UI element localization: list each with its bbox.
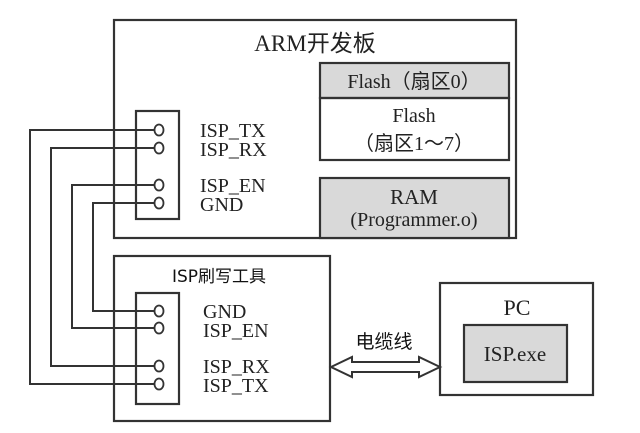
cable: 电缆线 bbox=[328, 331, 443, 379]
arm-board-title: ARM开发板 bbox=[254, 31, 375, 56]
flash-sector1-7-label-line2: （扇区1～7） bbox=[354, 132, 474, 155]
tool-pin-gnd bbox=[153, 304, 165, 318]
wire-gnd bbox=[92, 202, 154, 312]
tool-pin-isp-rx bbox=[153, 359, 165, 373]
tool-pin-label-gnd: GND bbox=[203, 301, 246, 323]
arm-pin-label-isp-rx: ISP_RX bbox=[200, 139, 267, 161]
arm-pin-isp-rx bbox=[153, 141, 165, 155]
isp-exe-label: ISP.exe bbox=[484, 342, 546, 366]
arm-board: ARM开发板 Flash（扇区0） Flash （扇区1～7） RAM (Pro… bbox=[112, 18, 518, 240]
wire-isp-en bbox=[71, 184, 154, 329]
flash-sector0-label: Flash（扇区0） bbox=[347, 70, 480, 93]
arm-pin-isp-tx bbox=[153, 123, 165, 137]
arm-pin-gnd bbox=[153, 196, 165, 210]
arm-pin-label-isp-en: ISP_EN bbox=[200, 175, 266, 197]
cable-label: 电缆线 bbox=[355, 331, 412, 353]
flash-sector1-7-block bbox=[318, 96, 511, 162]
pc-title: PC bbox=[504, 295, 531, 320]
isp-tool: ISP刷写工具 GND ISP_EN ISP_RX ISP_TX bbox=[112, 254, 332, 423]
wires bbox=[29, 129, 154, 385]
arm-connector bbox=[134, 109, 181, 221]
isp-tool-title: ISP刷写工具 bbox=[172, 267, 266, 287]
double-arrow-icon bbox=[328, 355, 443, 379]
pins bbox=[153, 123, 165, 391]
arm-pin-label-isp-tx: ISP_TX bbox=[200, 120, 266, 142]
wire-isp-tx bbox=[29, 129, 154, 385]
ram-label-line1: RAM bbox=[390, 185, 438, 209]
wire-isp-rx bbox=[50, 147, 154, 367]
flash-sector1-7-label-line1: Flash bbox=[392, 105, 435, 127]
arm-pin-label-gnd: GND bbox=[200, 194, 243, 216]
isp-tool-frame bbox=[112, 254, 332, 423]
tool-pin-label-isp-tx: ISP_TX bbox=[203, 375, 269, 397]
isp-tool-connector bbox=[134, 291, 181, 406]
ram-block bbox=[318, 176, 511, 240]
arm-pin-isp-en bbox=[153, 178, 165, 192]
ram-label-line2: (Programmer.o) bbox=[350, 209, 477, 231]
tool-pin-isp-en bbox=[153, 321, 165, 335]
pc: PC ISP.exe bbox=[438, 281, 595, 397]
pc-frame bbox=[438, 281, 595, 397]
tool-pin-isp-tx bbox=[153, 377, 165, 391]
tool-pin-label-isp-rx: ISP_RX bbox=[203, 356, 270, 378]
tool-pin-label-isp-en: ISP_EN bbox=[203, 320, 269, 342]
isp-exe-block bbox=[462, 323, 569, 384]
